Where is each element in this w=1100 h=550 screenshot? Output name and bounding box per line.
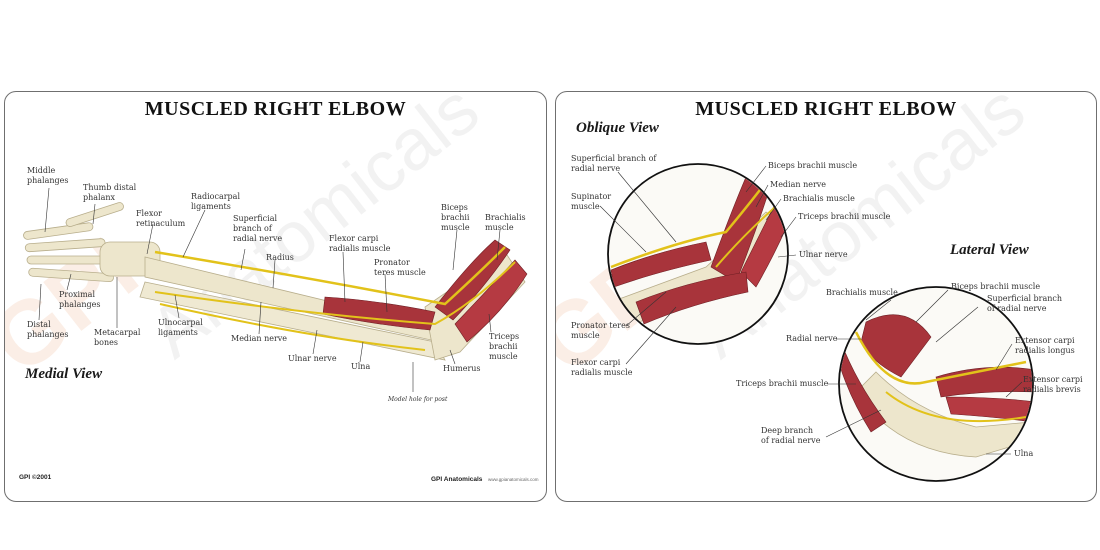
label-superficial-branch: Superficial branch of radial nerve [233,214,283,243]
medial-view-label: Medial View [25,366,103,382]
lateral-view-label: Lateral View [950,242,1029,258]
label-thumb-distal-phalanx: Thumb distal phalanx [83,183,137,202]
label-obl-biceps: Biceps brachii muscle [768,161,858,170]
label-lat-triceps: Triceps brachii muscle [736,379,829,388]
label-obl-supinator: Supinator muscle [571,192,612,211]
nerve-superficial [154,246,506,306]
brachialis-muscle [454,259,528,343]
lateral-ecr-brevis [945,396,1032,423]
lateral-triceps [840,341,887,433]
label-pronator-teres: Pronator teres muscle [374,258,426,277]
oblique-view-circle [607,163,789,345]
left-title: MUSCLED RIGHT ELBOW [144,98,407,120]
label-proximal-phalanges: Proximal phalanges [59,290,101,309]
label-lat-radial-nerve: Radial nerve [786,334,838,343]
label-lat-deep-branch: Deep branch of radial nerve [761,426,821,445]
footer-url: www.gpianatomicals.com [488,477,539,482]
label-lat-ulna: Ulna [1014,449,1034,458]
copyright-text: GPI ©2001 [19,474,52,481]
footer-brand: GPI Anatomicals [431,476,482,483]
lateral-view-circle [838,286,1034,482]
oblique-nerve-2 [715,201,782,268]
lateral-radial-nerve [854,331,1027,385]
label-biceps: Biceps brachii muscle [441,203,470,232]
label-obl-flexor-carpi: Flexor carpi radialis muscle [571,358,633,377]
label-obl-pronator-teres: Pronator teres muscle [571,321,630,340]
label-lat-biceps: Biceps brachii muscle [951,282,1041,291]
label-radius: Radius [266,253,294,262]
label-obl-brachialis: Brachialis muscle [783,194,855,203]
oblique-pronator [610,241,712,288]
label-lat-superficial-branch: Superficial branch of radial nerve [987,294,1063,313]
label-lat-ecr-longus: Extensor carpi radialis longus [1015,336,1075,355]
label-middle-phalanges: Middle phalanges [27,166,69,185]
oblique-view-label: Oblique View [576,120,659,136]
label-obl-superficial-branch: Superficial branch of radial nerve [571,154,657,173]
label-model-hole: Model hole for post [388,396,448,403]
label-flexor-carpi: Flexor carpi radialis muscle [329,234,391,253]
label-ulnocarpal-ligaments: Ulnocarpal ligaments [158,318,203,337]
footer-copyright: GPI ©2001 [19,474,51,481]
label-obl-ulnar-nerve: Ulnar nerve [799,250,848,259]
medial-arm-illustration [23,187,528,392]
label-radiocarpal-ligaments: Radiocarpal ligaments [191,192,240,211]
label-ulnar-nerve: Ulnar nerve [288,354,337,363]
oblique-flexor-carpi [635,271,749,325]
right-leader-lines [599,165,1023,455]
label-metacarpal-bones: Metacarpal bones [94,328,141,347]
label-obl-triceps: Triceps brachii muscle [798,212,891,221]
label-median-nerve: Median nerve [231,334,288,343]
label-lat-ecr-brevis: Extensor carpi radialis brevis [1023,375,1083,394]
oblique-brachialis [740,201,787,288]
brand-text: GPI Anatomicals [431,476,483,483]
label-humerus: Humerus [443,364,481,373]
oblique-lateral-card: GPI Anatomicals [555,91,1097,502]
oblique-nerve-1 [610,181,767,269]
oblique-lateral-illustration [599,163,1034,482]
label-distal-phalanges: Distal phalanges [27,320,69,339]
label-obl-median-nerve: Median nerve [770,180,827,189]
nerve-ulnar [159,303,426,351]
medial-view-card: GPI Anatomicals [4,91,547,502]
label-brachialis: Brachialis muscle [485,213,526,232]
label-lat-brachialis: Brachialis muscle [826,288,898,297]
label-ulna: Ulna [351,362,371,371]
right-title: MUSCLED RIGHT ELBOW [695,98,957,120]
nerve-median [154,261,516,326]
lateral-deep-nerve [885,391,1027,423]
leader-lines [38,187,501,392]
label-triceps: Triceps brachii muscle [489,332,520,361]
label-flexor-retinaculum: Flexor retinaculum [136,209,186,228]
